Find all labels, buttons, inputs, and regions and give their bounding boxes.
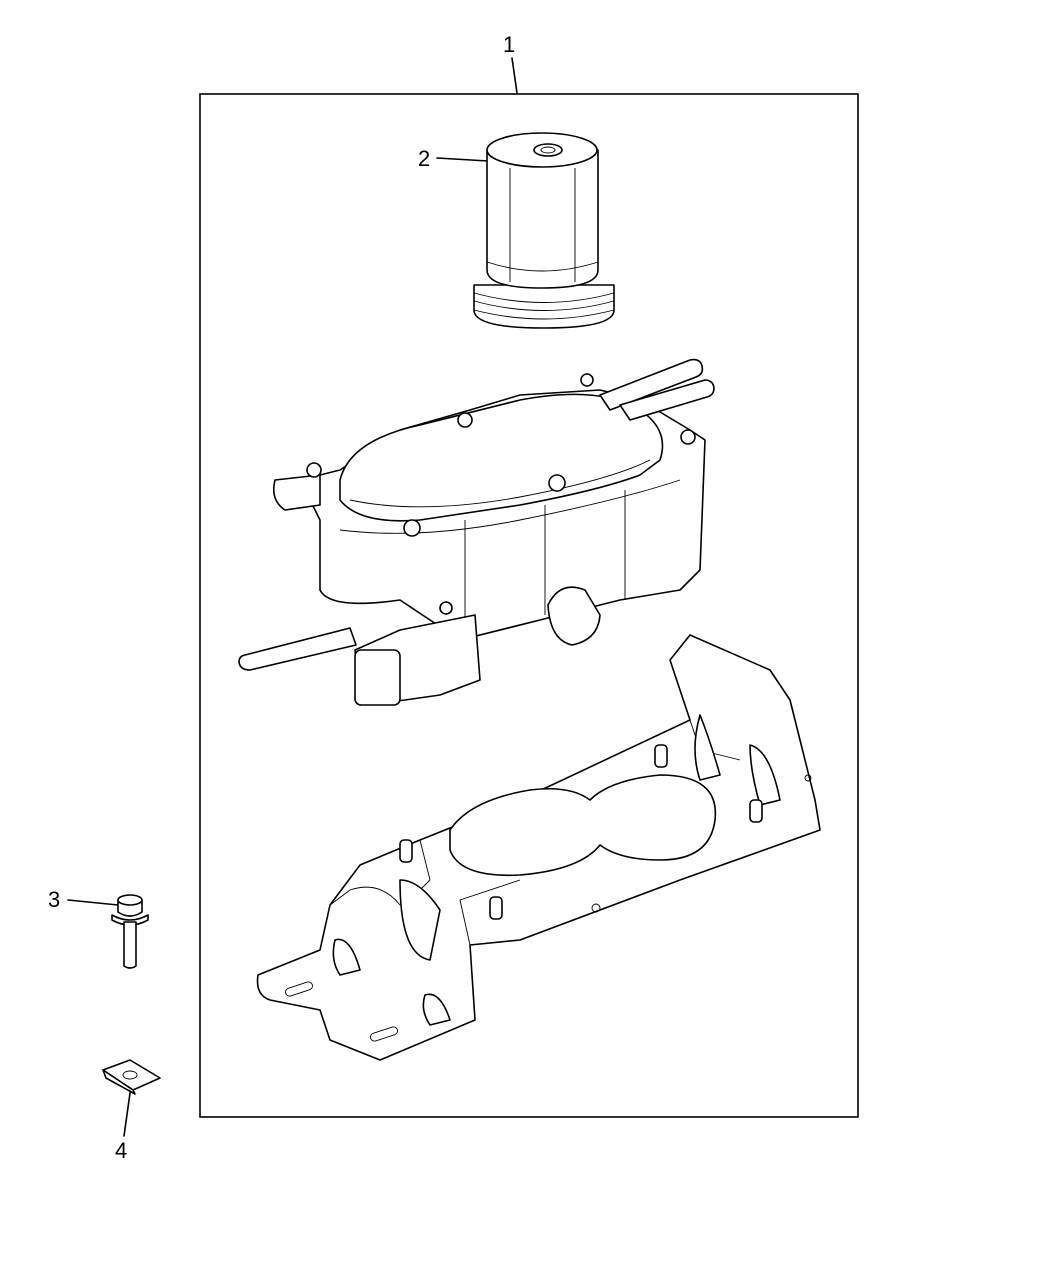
callout-3: 3 <box>48 887 61 912</box>
leader-line-4 <box>123 1085 132 1137</box>
assembly-frame <box>199 93 859 1118</box>
callout-1: 1 <box>503 32 516 57</box>
bolt <box>111 894 149 969</box>
callout-2: 2 <box>418 146 431 171</box>
mounting-bracket <box>256 634 821 1061</box>
leader-line-1 <box>511 57 518 94</box>
callout-4: 4 <box>115 1138 128 1163</box>
leader-line-2 <box>436 157 489 162</box>
fuel-module-housing <box>238 358 715 706</box>
filter-element <box>473 132 615 329</box>
leader-line-3 <box>67 899 119 906</box>
clip-nut <box>102 1059 161 1095</box>
